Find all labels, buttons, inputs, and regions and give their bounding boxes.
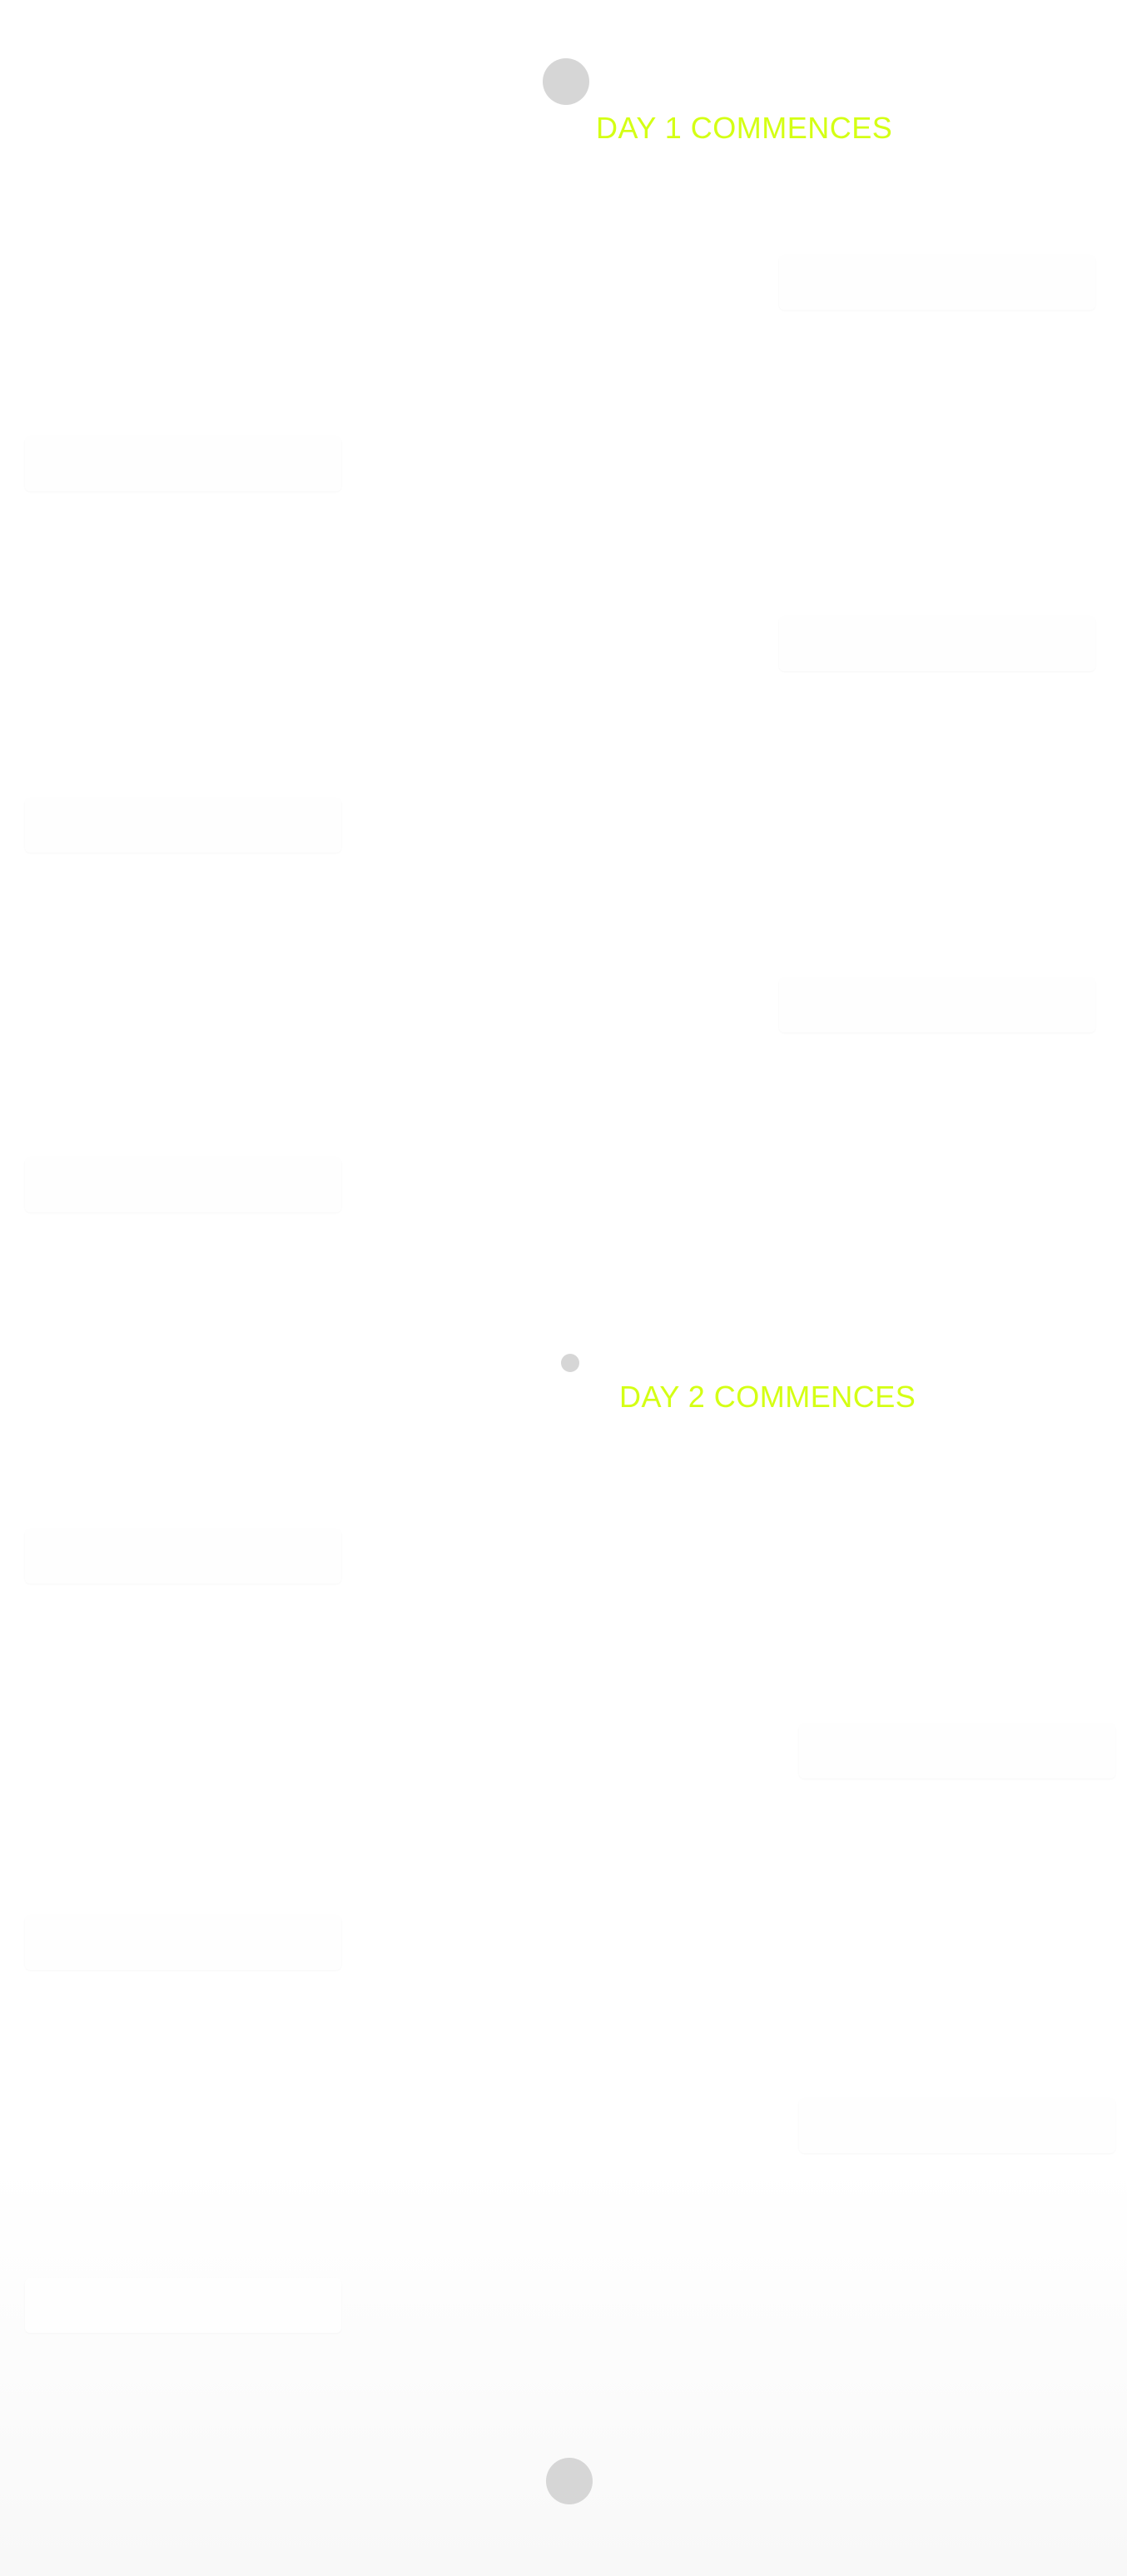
session-card[interactable] [25, 1157, 341, 1212]
timeline-marker-day-1 [543, 58, 589, 105]
session-card[interactable] [25, 798, 341, 853]
session-card[interactable] [25, 2278, 341, 2333]
session-card[interactable] [25, 1915, 341, 1970]
session-card[interactable] [779, 255, 1095, 310]
timeline-end-marker [546, 2458, 593, 2504]
session-card[interactable] [799, 2098, 1115, 2153]
session-card[interactable] [779, 616, 1095, 671]
session-card[interactable] [25, 436, 341, 491]
page-footer-shade [0, 2165, 1127, 2576]
session-card[interactable] [25, 1529, 341, 1584]
timeline-marker-day-2 [561, 1354, 579, 1372]
day-1-heading: DAY 1 COMMENCES [596, 111, 893, 145]
session-card[interactable] [779, 977, 1095, 1032]
day-2-heading: DAY 2 COMMENCES [619, 1380, 916, 1414]
session-card[interactable] [799, 1723, 1115, 1778]
